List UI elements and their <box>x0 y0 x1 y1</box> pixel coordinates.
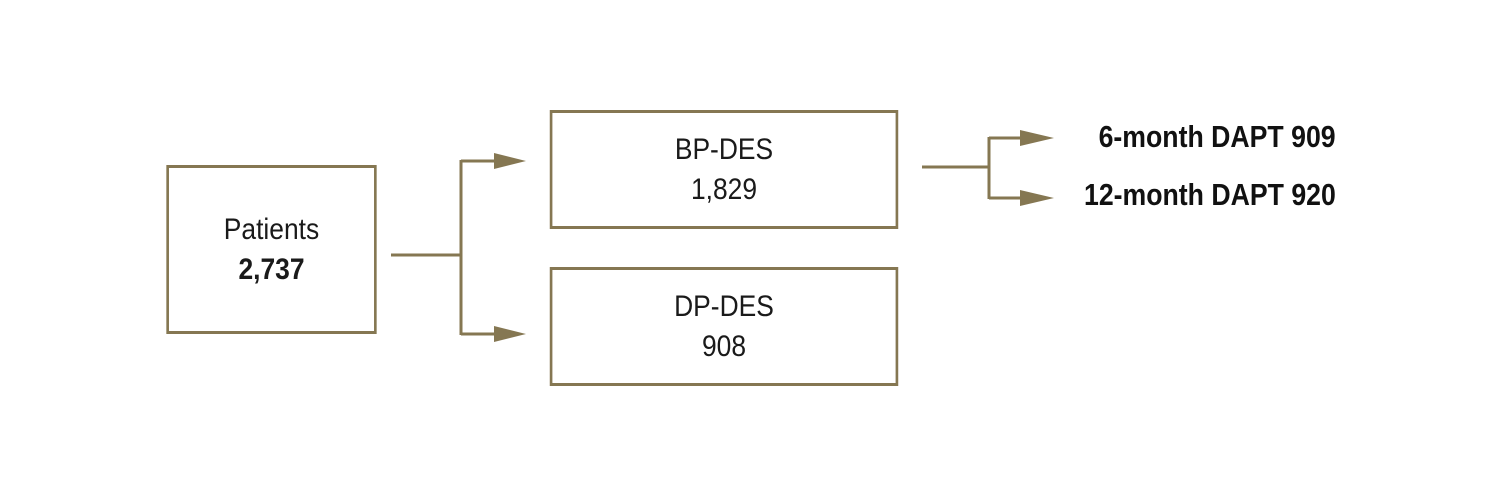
dp-des-label: DP-DES <box>674 289 774 323</box>
bp-des-count: 1,829 <box>690 172 758 206</box>
patients-label: Patients <box>223 212 320 246</box>
dp-des-count: 908 <box>701 329 747 363</box>
outcome-6-month-dapt: 6-month DAPT 909 <box>1098 119 1336 154</box>
arrowhead-6-month <box>1020 130 1054 146</box>
outcome-12-month-dapt: 12-month DAPT 920 <box>1084 177 1336 212</box>
patients-box: Patients 2,737 <box>166 165 377 334</box>
bp-des-label: BP-DES <box>674 132 774 166</box>
arrowhead-12-month <box>1020 190 1054 206</box>
bp-des-box: BP-DES 1,829 <box>549 110 899 229</box>
dp-des-box: DP-DES 908 <box>549 267 899 386</box>
patients-count: 2,737 <box>238 252 305 286</box>
arrowhead-bp-des <box>494 153 526 169</box>
arrowhead-dp-des <box>494 326 526 342</box>
